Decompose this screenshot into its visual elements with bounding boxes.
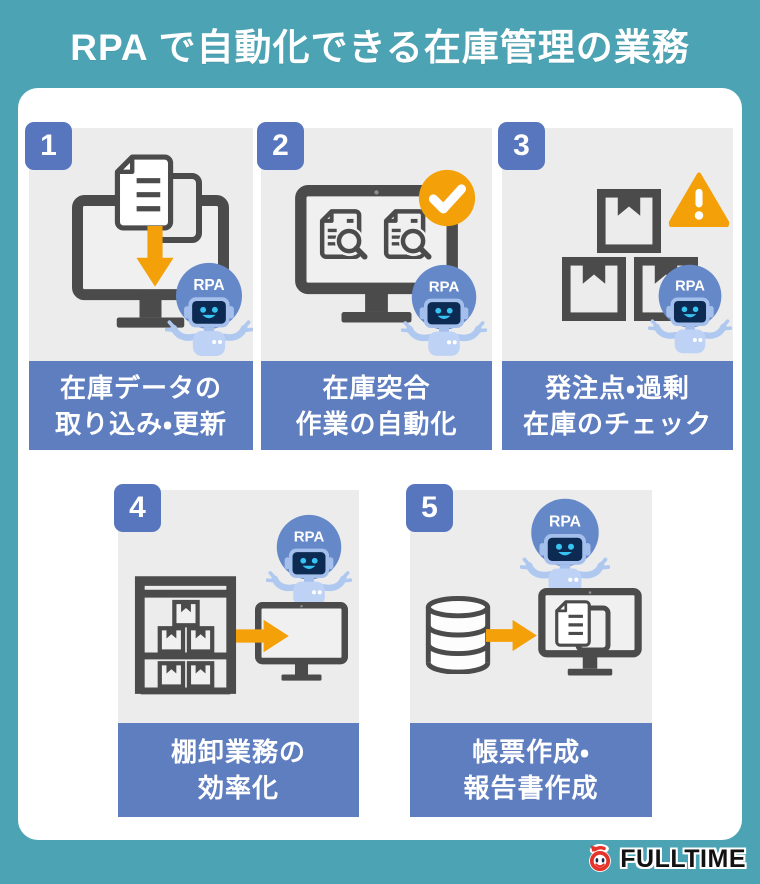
card-label-line2: 在庫のチェック (522, 408, 712, 439)
card-4-number-badge: 4 (114, 484, 161, 532)
card-number: 2 (272, 129, 289, 162)
card-1-illustration-document-import (29, 128, 253, 361)
card-2: 2 在庫突合 作業の自動化 (257, 122, 492, 450)
box-icon (601, 189, 656, 248)
card-label-line2: 報告書作成 (463, 773, 599, 803)
brand-name: FULLTIME (620, 844, 746, 873)
card-3: 3 発注点・過剰 在庫のチェック (498, 122, 733, 450)
check-badge-icon (419, 170, 475, 226)
card-4: 4 棚卸業務の 効率化 (114, 484, 359, 817)
brand-logo: FULLTIME (585, 842, 746, 876)
card-number: 3 (513, 129, 530, 162)
card-1-number-badge: 1 (25, 122, 72, 170)
card-label-line1: 在庫突合 (322, 372, 431, 403)
document-icon (117, 157, 170, 228)
rpa-robot-icon (522, 499, 609, 594)
card-label-line1: 帳票作成・ (472, 737, 590, 767)
card-1-label-band: 在庫データの 取り込み・更新 (29, 361, 253, 450)
shelf-icon (137, 581, 234, 694)
card-1: 1 在庫データの 取り込み・更新 (25, 122, 253, 450)
card-2-label-band: 在庫突合 作業の自動化 (261, 361, 492, 450)
rpa-robot-icon (267, 515, 350, 606)
document-search-icon (386, 211, 429, 256)
card-label-line2: 取り込み・更新 (55, 408, 227, 439)
card-5-label-band: 帳票作成・ 報告書作成 (410, 723, 652, 817)
fulltime-logo-icon (585, 844, 615, 874)
transfer-arrow-icon (486, 619, 537, 652)
card-5: 5 帳票作成・ 報告書作成 (406, 484, 652, 817)
card-3-number-badge: 3 (498, 122, 545, 170)
card-number: 4 (129, 491, 146, 524)
page-title: RPA で自動化できる在庫管理の業務 (70, 27, 690, 68)
card-number: 1 (40, 129, 57, 162)
card-label-line1: 在庫データの (59, 372, 222, 403)
card-number: 5 (421, 491, 438, 524)
database-icon (428, 599, 487, 673)
card-5-illustration-database-to-report (410, 490, 652, 723)
card-label-line2: 作業の自動化 (295, 408, 458, 439)
card-4-label-band: 棚卸業務の 効率化 (118, 723, 359, 817)
content-panel: 1 在庫データの 取り込み・更新 2 (18, 88, 742, 840)
box-icon (566, 257, 621, 316)
card-2-number-badge: 2 (257, 122, 304, 170)
card-label-line2: 効率化 (197, 773, 279, 803)
card-label-line1: 棚卸業務の (170, 737, 306, 767)
report-document-icon (555, 600, 591, 647)
document-search-icon (322, 211, 365, 256)
warning-icon (671, 175, 727, 227)
card-label-line1: 発注点・過剰 (545, 372, 690, 403)
card-3-label-band: 発注点・過剰 在庫のチェック (502, 361, 733, 450)
card-5-number-badge: 5 (406, 484, 453, 532)
